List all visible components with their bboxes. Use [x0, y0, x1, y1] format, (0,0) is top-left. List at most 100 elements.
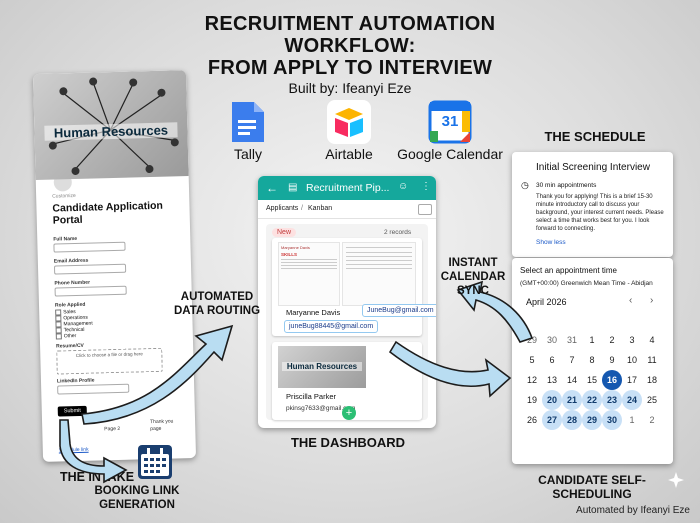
resume-thumb-2	[342, 242, 416, 306]
calendar-day[interactable]: 13	[546, 375, 557, 385]
calendar-day[interactable]: 11	[647, 355, 657, 365]
next-month-icon[interactable]: ›	[650, 295, 654, 306]
schedule-caption: THE SCHEDULE	[544, 129, 646, 144]
calendar-day[interactable]: 31	[566, 335, 577, 345]
month-label: April 2026	[526, 297, 567, 307]
tally-logo	[230, 100, 266, 149]
booking-calendar-icon	[138, 445, 172, 479]
doc-icon	[232, 102, 264, 142]
view-toggle[interactable]	[418, 204, 432, 215]
tally-label: Tally	[233, 146, 262, 162]
airtable-label: Airtable	[325, 146, 373, 162]
dashboard-panel: ← ▤ Recruitment Pip... ☺ ⋮ Applicants / …	[258, 176, 436, 428]
calendar-day[interactable]: 21	[562, 390, 582, 410]
booking-arrow	[59, 419, 128, 484]
record-count: 2 records	[384, 229, 412, 236]
calendar-day[interactable]: 1	[629, 415, 635, 425]
calendar-day[interactable]: 2	[609, 335, 615, 345]
calendar-panel: Select an appointment time (GMT+00:00) G…	[512, 258, 673, 464]
add-record-button[interactable]: +	[342, 406, 356, 420]
show-less-link[interactable]: Show less	[536, 239, 566, 246]
applicant-name: Maryanne Davis	[286, 308, 341, 317]
sync-arrow-top	[456, 280, 534, 343]
calendar-day[interactable]: 28	[562, 410, 582, 430]
briefcase-icon: ▤	[288, 182, 298, 193]
dashboard-header: ← ▤ Recruitment Pip... ☺ ⋮	[258, 176, 436, 200]
event-title: Initial Screening Interview	[536, 162, 650, 173]
title-line-1: RECRUITMENT AUTOMATION	[204, 13, 496, 35]
applicant-name: Priscilla Parker	[286, 392, 337, 401]
calendar-day[interactable]: 23	[602, 390, 622, 410]
applicant-email-alt: JuneBug@gmail.com	[362, 304, 436, 317]
routing-label: AUTOMATED DATA ROUTING	[173, 291, 261, 317]
airtable-icon	[335, 108, 363, 137]
back-arrow-icon[interactable]: ←	[266, 181, 278, 195]
calendar-day[interactable]: 27	[542, 410, 562, 430]
applicant-email: juneBug88445@gmail.com	[284, 320, 379, 333]
timezone-select[interactable]: (GMT+00:00) Greenwich Mean Time - Abidja…	[520, 280, 653, 287]
airtable-logo	[327, 100, 371, 144]
title-line-2: WORKFLOW:	[284, 35, 416, 57]
gcal-badge: 31	[441, 113, 459, 130]
calendar-day[interactable]: 3	[629, 335, 635, 345]
calendar-day[interactable]: 1	[589, 335, 595, 345]
event-description: Thank you for applying! This is a brief …	[536, 194, 664, 232]
people-icon[interactable]: ☺	[398, 181, 409, 192]
calendar-icon	[428, 100, 472, 144]
clock-icon: ◷	[521, 180, 529, 190]
applicant-email: pkinsg7633@gmail.com	[286, 405, 356, 412]
hr-thumb: Human Resources	[278, 346, 366, 388]
app-title: Recruitment Pip...	[306, 182, 390, 194]
intake-form-panel: Human Resources Customize Candidate Appl…	[32, 70, 197, 462]
routing-arrow	[81, 324, 234, 425]
more-icon[interactable]: ⋮	[421, 181, 431, 192]
calendar-day[interactable]: 17	[626, 375, 637, 385]
built-by: Built by: Ifeanyi Eze	[288, 80, 412, 96]
calendar-day[interactable]: 16	[602, 370, 622, 390]
calendar-day[interactable]: 8	[589, 355, 595, 365]
event-duration: 30 min appointments	[536, 182, 597, 189]
hr-banner: Human Resources	[32, 70, 189, 181]
calendar-day[interactable]: 26	[526, 415, 537, 425]
calendar-day[interactable]: 18	[646, 375, 657, 385]
gcal-label: Google Calendar	[397, 146, 503, 162]
calendar-day[interactable]: 14	[566, 375, 577, 385]
footer-credit: Automated by Ifeanyi Eze	[576, 505, 690, 516]
applicant-card[interactable]: Maryanne Davis SKILLS Maryanne Davis Jun…	[272, 238, 436, 336]
calendar-day[interactable]: 30	[546, 335, 557, 345]
booking-label: BOOKING LINK GENERATION	[94, 485, 180, 511]
self-scheduling-caption: CANDIDATE SELF-SCHEDULING	[538, 473, 646, 501]
nav-separator: /	[301, 205, 303, 212]
title-line-3: FROM APPLY TO INTERVIEW	[207, 57, 493, 79]
calendar-day[interactable]: 15	[586, 375, 597, 385]
dashboard-caption: THE DASHBOARD	[290, 435, 406, 450]
dashboard-nav: Applicants / Kanban	[258, 200, 436, 219]
calendar-day[interactable]: 25	[646, 395, 657, 405]
calendar-day[interactable]: 7	[569, 355, 575, 365]
calendar-day[interactable]: 30	[602, 410, 622, 430]
nav-applicants[interactable]: Applicants	[266, 205, 299, 212]
calendar-day[interactable]: 24	[622, 390, 642, 410]
sync-label: INSTANT CALENDAR SYNC	[440, 257, 506, 297]
column-tag: New	[272, 228, 297, 237]
calendar-day[interactable]: 9	[609, 355, 615, 365]
calendar-day[interactable]: 2	[649, 415, 655, 425]
calendar-day[interactable]: 5	[529, 355, 535, 365]
calendar-day[interactable]: 29	[582, 410, 602, 430]
calendar-day[interactable]: 22	[582, 390, 602, 410]
resume-thumb: Maryanne Davis SKILLS	[278, 242, 340, 306]
select-time-label: Select an appointment time	[520, 266, 617, 275]
prev-month-icon[interactable]: ‹	[629, 295, 633, 306]
calendar-day[interactable]: 12	[526, 375, 537, 385]
gcal-logo: 31	[428, 100, 472, 144]
event-info-panel: Initial Screening Interview ◷ 30 min app…	[512, 152, 673, 257]
nav-kanban[interactable]: Kanban	[308, 205, 333, 212]
sparkle-icon	[668, 472, 684, 488]
calendar-day[interactable]: 19	[526, 395, 537, 405]
calendar-day[interactable]: 10	[626, 355, 637, 365]
calendar-day[interactable]: 20	[542, 390, 562, 410]
calendar-day[interactable]: 4	[649, 335, 655, 345]
calendar-day[interactable]: 29	[526, 335, 537, 345]
calendar-day[interactable]: 6	[549, 355, 555, 365]
